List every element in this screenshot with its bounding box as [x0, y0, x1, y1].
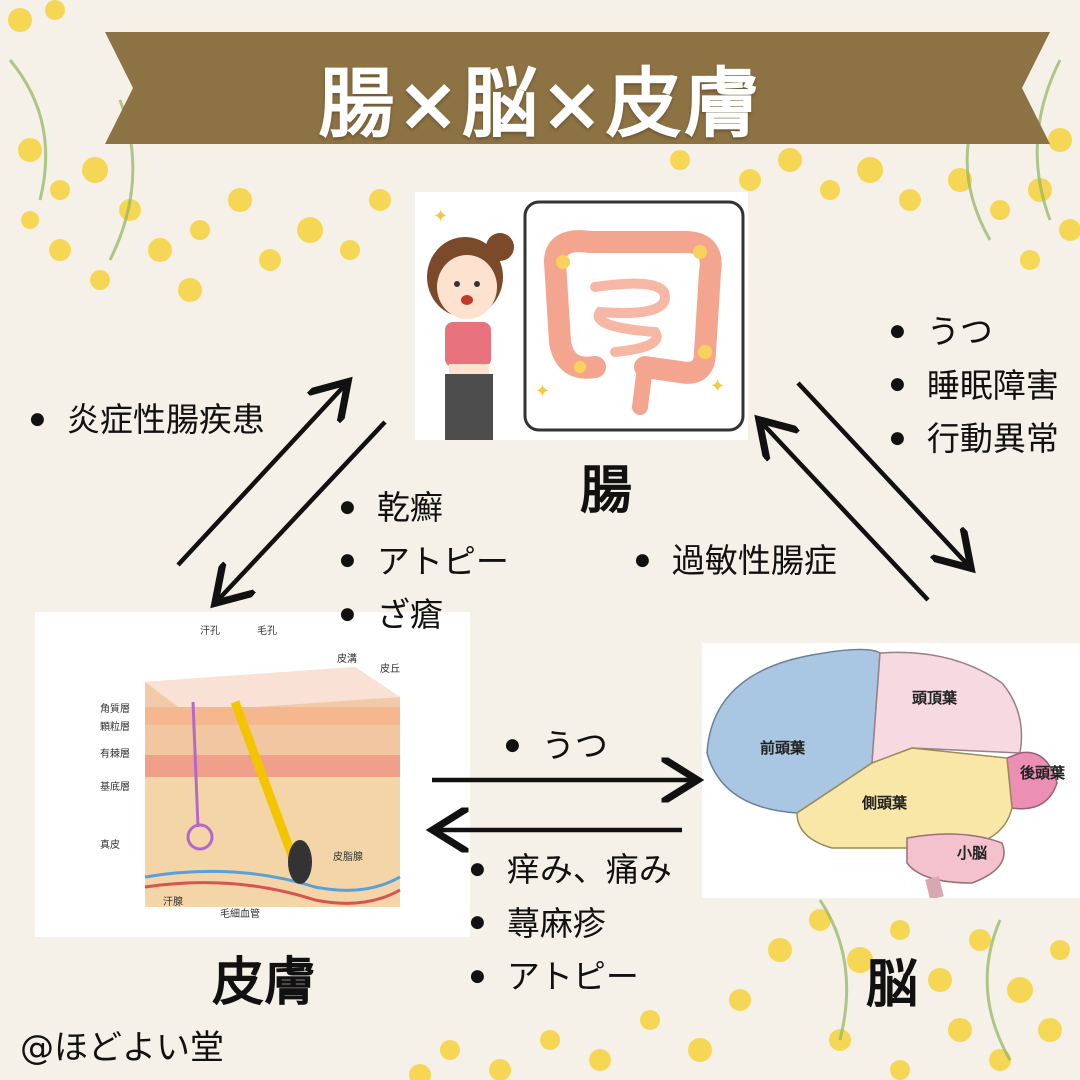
skin-label: 皮脂腺	[333, 850, 363, 863]
svg-text:✦: ✦	[710, 376, 725, 397]
list-item: 痒み、痛み	[470, 844, 672, 898]
skin-label: 有棘層	[100, 747, 130, 760]
arrow-brain-to-gut	[762, 423, 930, 602]
list-item: 過敏性腸症	[635, 535, 837, 589]
svg-text:✦: ✦	[433, 206, 448, 227]
skin-label: 皮溝	[337, 652, 357, 665]
list-item: 乾癬	[340, 482, 509, 536]
list-item: ざ瘡	[340, 589, 509, 643]
list-item: うつ	[890, 306, 1059, 360]
list-gut-to-brain: うつ 睡眠障害 行動異常	[890, 306, 1059, 467]
skin-label: 真皮	[100, 838, 120, 851]
gut-label: 腸	[580, 461, 633, 521]
gut-illustration: ✦ ✦ ✦	[415, 192, 748, 440]
list-item: 蕁麻疹	[470, 898, 672, 952]
arrow-gut-to-brain	[796, 381, 968, 565]
skin-label: 汗腺	[163, 895, 183, 908]
page-title: 腸×脳×皮膚	[318, 59, 762, 148]
brain-lobe-label: 小脳	[957, 844, 987, 862]
list-item: アトピー	[470, 951, 672, 1005]
list-item: 行動異常	[890, 413, 1059, 467]
skin-label-big: 皮膚	[212, 953, 317, 1013]
arrow-gut-to-skin	[218, 420, 387, 600]
title-banner	[105, 32, 1050, 144]
svg-text:✦: ✦	[535, 381, 550, 402]
brain-lobe-label: 後頭葉	[1019, 764, 1066, 782]
skin-label: 角質層	[100, 702, 130, 715]
list-skin-to-brain: うつ	[505, 720, 608, 774]
brain-lobe-label: 前頭葉	[760, 739, 806, 757]
brain-label-big: 脳	[866, 955, 919, 1015]
brain-lobe-label: 側頭葉	[861, 794, 908, 812]
skin-label: 顆粒層	[100, 720, 130, 733]
skin-label: 毛細血管	[220, 907, 260, 920]
skin-label: 毛孔	[257, 625, 277, 637]
list-brain-to-skin: 痒み、痛み 蕁麻疹 アトピー	[470, 844, 672, 1005]
list-brain-to-gut: 過敏性腸症	[635, 535, 837, 589]
brain-lobe-label: 頭頂葉	[912, 689, 958, 707]
list-item: 睡眠障害	[890, 360, 1059, 414]
arrow-skin-to-gut	[176, 385, 345, 567]
skin-label: 汗孔	[200, 624, 220, 637]
brain-diagram: 頭頂葉 前頭葉 後頭葉 側頭葉 小脳	[702, 643, 1080, 900]
list-gut-skin-left: 炎症性腸疾患	[30, 394, 265, 448]
credit-handle: @ほどよい堂	[20, 1028, 224, 1068]
list-item: アトピー	[340, 536, 509, 590]
skin-cross-section: 汗孔 毛孔 皮溝 皮丘 角質層 顆粒層 有棘層 基底層 真皮 皮脂腺 汗腺 毛細…	[35, 612, 470, 937]
list-gut-skin-center: 乾癬 アトピー ざ瘡	[340, 482, 509, 643]
list-item: 炎症性腸疾患	[30, 394, 265, 448]
list-item: うつ	[505, 720, 608, 774]
skin-label: 皮丘	[380, 662, 400, 675]
skin-label: 基底層	[100, 780, 130, 793]
